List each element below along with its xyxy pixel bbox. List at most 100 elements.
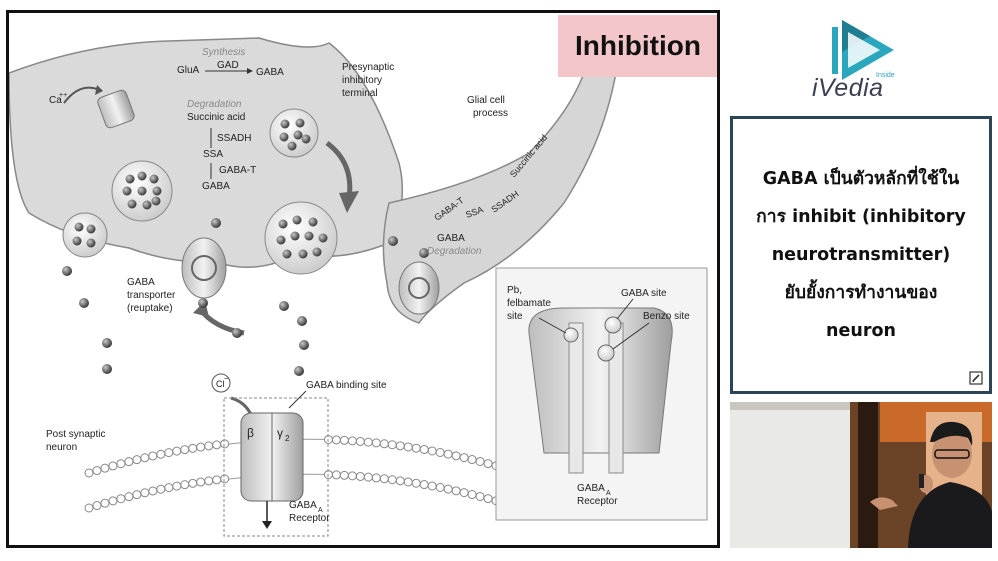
lipid-head xyxy=(220,474,230,484)
label-presynaptic-3: terminal xyxy=(342,88,378,99)
gaba-molecule xyxy=(279,132,289,142)
lipid-head xyxy=(124,457,134,467)
notes-line-4: ยับยั้งการทำงานของ xyxy=(784,283,938,303)
gaba-molecule xyxy=(282,249,292,259)
gaba-molecule xyxy=(299,340,309,350)
lipid-head xyxy=(140,488,150,498)
label-gaba-top: GABA xyxy=(256,67,284,78)
gaba-molecule xyxy=(290,231,300,241)
label-glial-1: Glial cell xyxy=(467,95,505,106)
label-ssa: SSA xyxy=(203,149,223,160)
speaker-video xyxy=(730,402,992,548)
lipid-head xyxy=(339,435,349,445)
label-receptor-main-sub: A xyxy=(318,507,323,514)
label-succinic-acid: Succinic acid xyxy=(187,112,245,123)
lipid-head xyxy=(451,451,461,461)
gaba-molecule xyxy=(294,366,304,376)
lipid-head xyxy=(92,501,102,511)
notes-line-1: GABA เป็นตัวหลักที่ใช้ใน xyxy=(762,169,960,189)
label-synthesis: Synthesis xyxy=(202,47,245,58)
label-presynaptic-1: Presynaptic xyxy=(342,62,394,73)
lipid-head xyxy=(204,476,214,486)
lipid-head xyxy=(180,480,190,490)
lipid-head xyxy=(339,470,349,480)
label-transporter-3: (reuptake) xyxy=(127,303,173,314)
notes-box: GABA เป็นตัวหลักที่ใช้ใน การ inhibit (in… xyxy=(730,116,992,394)
label-inset-receptor-sub: A xyxy=(606,490,611,497)
gaba-molecule xyxy=(102,338,112,348)
gaba-molecule xyxy=(137,186,147,196)
gaba-molecule xyxy=(276,235,286,245)
calcium-channel-icon xyxy=(63,85,135,129)
lipid-head xyxy=(451,486,461,496)
vesicle xyxy=(62,212,108,258)
lipid-head xyxy=(212,475,222,485)
lipid-head xyxy=(140,453,150,463)
lipid-head xyxy=(371,438,381,448)
lipid-head xyxy=(196,477,206,487)
gaba-molecule xyxy=(72,236,82,246)
label-ssadh: SSADH xyxy=(217,133,251,144)
gaba-molecule xyxy=(301,134,311,144)
lipid-head xyxy=(132,490,142,500)
label-gad: GAD xyxy=(217,60,239,71)
label-gamma: γ xyxy=(277,426,283,440)
gaba-molecule xyxy=(318,233,328,243)
label-beta: β xyxy=(247,426,254,440)
lipid-head xyxy=(148,451,158,461)
gaba-molecule xyxy=(86,238,96,248)
lipid-head xyxy=(164,483,174,493)
label-post-1: Post synaptic xyxy=(46,429,105,440)
lipid-head xyxy=(403,477,413,487)
lipid-head xyxy=(100,498,110,508)
glial-cell-process xyxy=(382,49,620,324)
lipid-head xyxy=(411,478,421,488)
gaba-molecule xyxy=(125,174,135,184)
label-ca: Ca xyxy=(49,95,62,106)
gaba-molecule xyxy=(295,118,305,128)
label-gaba-t: GABA-T xyxy=(219,165,256,176)
gaba-molecule xyxy=(298,249,308,259)
lipid-head xyxy=(204,441,214,451)
lipid-head xyxy=(435,447,445,457)
label-glua: GluA xyxy=(177,65,200,76)
lipid-head xyxy=(132,455,142,465)
lipid-head xyxy=(363,472,373,482)
label-cl-sup: − xyxy=(224,374,229,383)
label-pb-2: felbamate xyxy=(507,298,551,309)
chloride-ion-icon xyxy=(211,373,231,393)
notes-line-2: การ inhibit (inhibitory xyxy=(756,207,966,227)
label-binding-site: GABA binding site xyxy=(306,380,387,391)
lipid-head xyxy=(443,449,453,459)
lipid-head xyxy=(148,486,158,496)
gaba-molecule xyxy=(279,301,289,311)
gaba-molecule xyxy=(278,219,288,229)
lipid-head xyxy=(355,436,365,446)
label-benzo-site: Benzo site xyxy=(643,311,690,322)
lipid-head xyxy=(100,463,110,473)
lipid-head xyxy=(443,484,453,494)
lipid-head xyxy=(108,496,118,506)
gaba-molecule xyxy=(211,218,221,228)
gaba-a-receptor-main xyxy=(223,397,329,537)
lipid-head xyxy=(188,478,198,488)
label-receptor-main-2: Receptor xyxy=(289,513,330,524)
lipid-head xyxy=(355,471,365,481)
label-pb-1: Pb, xyxy=(507,285,522,296)
gaba-molecule xyxy=(232,328,242,338)
gaba-molecule xyxy=(127,199,137,209)
lipid-head xyxy=(212,440,222,450)
lipid-head xyxy=(363,437,373,447)
label-presynaptic-2: inhibitory xyxy=(342,75,382,86)
edit-icon[interactable] xyxy=(969,371,983,385)
notes-line-3: neurotransmitter) xyxy=(771,245,951,265)
lipid-head xyxy=(475,491,485,501)
label-gaba-low: GABA xyxy=(202,181,230,192)
lipid-head xyxy=(403,442,413,452)
notes-line-5: neuron xyxy=(826,321,896,341)
label-degradation: Degradation xyxy=(187,99,242,110)
lipid-head xyxy=(84,468,94,478)
gaba-molecule xyxy=(86,224,96,234)
lipid-head xyxy=(331,470,341,480)
lipid-head xyxy=(379,474,389,484)
